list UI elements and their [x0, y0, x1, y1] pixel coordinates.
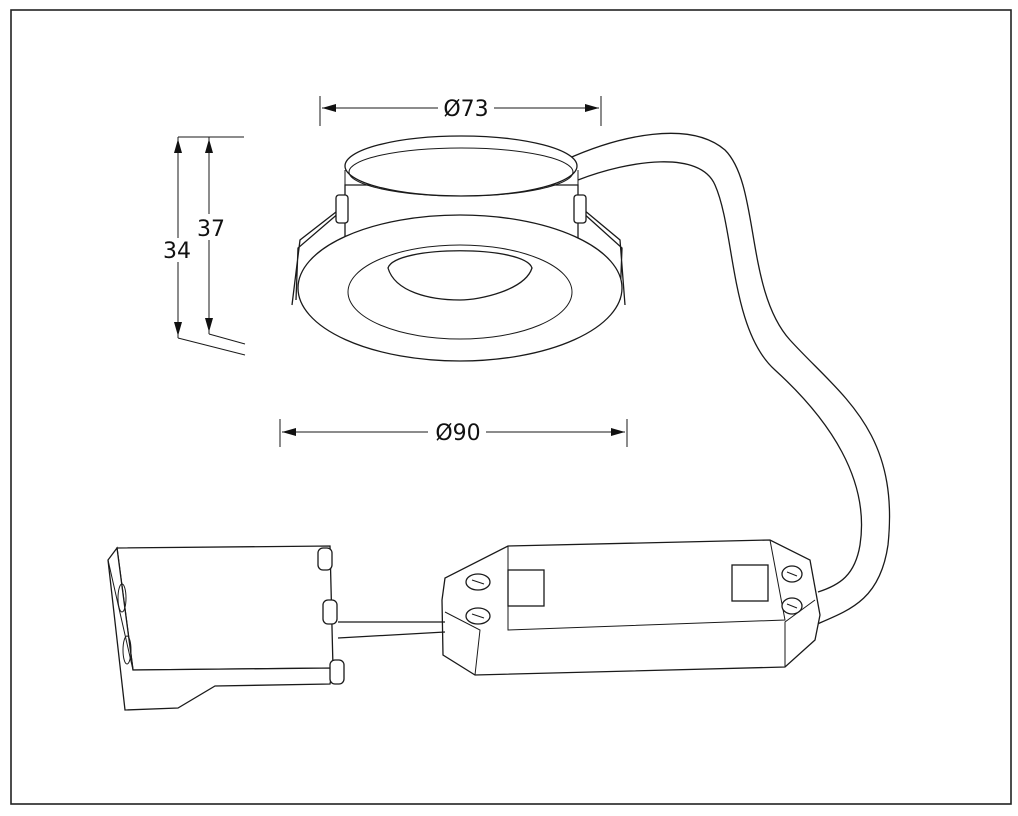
top-diameter-label: Ø73	[443, 97, 488, 122]
height-outer-label: 37	[197, 217, 225, 242]
trim-diameter-label: Ø90	[435, 421, 480, 446]
led-driver	[441, 539, 821, 676]
drawing-border	[10, 9, 1012, 805]
dimension-trim-diameter: Ø90	[279, 419, 628, 447]
terminal-connector	[107, 545, 345, 711]
cable	[564, 132, 891, 626]
height-inner-label: 34	[163, 239, 191, 264]
dimension-heights: 34 37	[163, 136, 246, 356]
connector-wires	[337, 621, 446, 639]
dimension-top-diameter: Ø73	[319, 96, 602, 126]
downlight	[291, 135, 626, 362]
